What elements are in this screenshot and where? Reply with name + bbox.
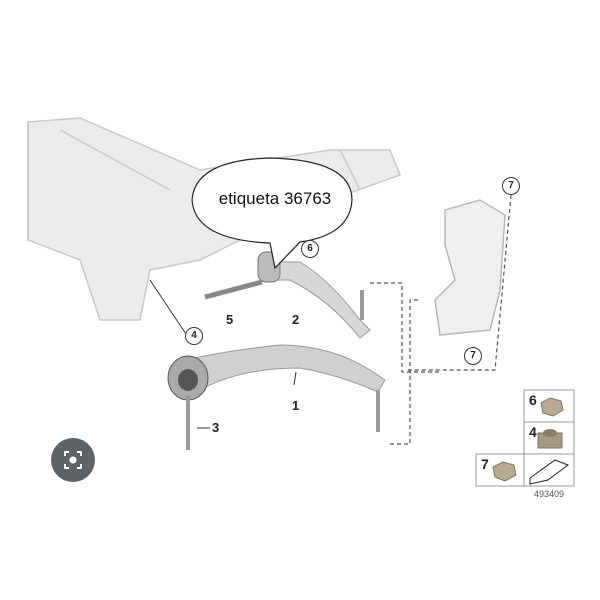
callout-bubble: [191, 157, 353, 270]
leader-lines: [370, 194, 512, 445]
box-label-7: 7: [481, 456, 489, 472]
bolt-5: [204, 279, 263, 300]
label-3: 3: [212, 420, 220, 435]
box-label-6: 6: [529, 392, 537, 408]
visual-search-icon: [64, 451, 82, 469]
label-circle-7-top: 7: [502, 177, 520, 195]
visual-search-button[interactable]: [51, 438, 95, 482]
label-circle-6: 6: [301, 240, 319, 258]
callout-text: etiqueta 36763: [218, 189, 332, 208]
arrow-icon: [529, 459, 570, 485]
label-2: 2: [292, 312, 300, 327]
label-circle-7-bottom: 7: [464, 347, 482, 365]
box-label-4: 4: [529, 424, 537, 440]
control-arm-1: [184, 344, 386, 393]
steering-knuckle: [434, 199, 506, 336]
label-1: 1: [292, 398, 300, 413]
label-circle-4: 4: [185, 327, 203, 345]
label-5: 5: [226, 312, 234, 327]
diagram-number: 493409: [534, 489, 565, 499]
